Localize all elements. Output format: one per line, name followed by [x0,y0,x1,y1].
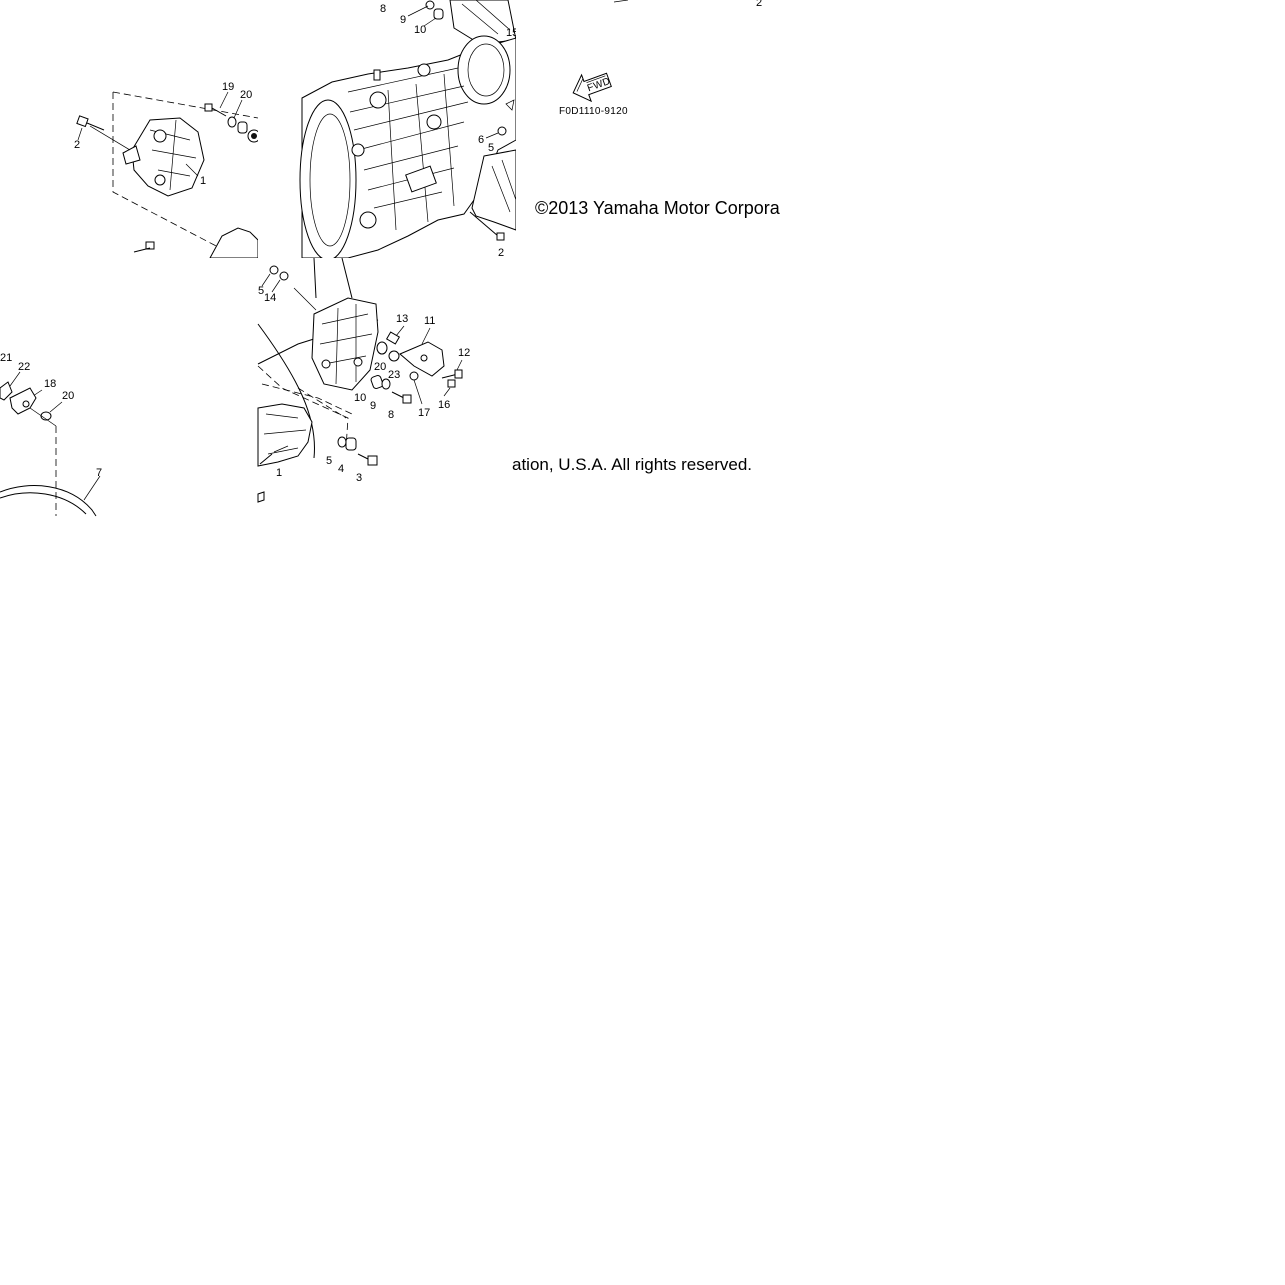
callout-label: 11 [424,315,435,327]
callout-label: 19 [222,81,234,93]
collar-icon [237,121,248,134]
copyright-text-part-1: ©2013 Yamaha Motor Corpora [535,198,780,218]
bolt-icon [391,391,412,404]
callout-label: 14 [264,292,276,304]
callout-label: 7 [96,467,102,479]
diagram-tile-copyright-top: 2 FWD F0D1110-9120 [516,0,774,258]
bolt-icon [204,103,227,117]
pump-housing-drawing: 8 9 10 15 [299,0,518,261]
callout-label: 9 [400,14,406,26]
washer-icon [376,341,388,355]
callout-label: 6 [478,134,484,146]
callout-label: 2 [498,247,504,259]
callout-label: 16 [438,399,450,411]
callout-label: 9 [370,400,376,412]
callout-label: 12 [458,347,470,359]
callout-label: 1 [200,175,206,187]
fwd-arrow-icon: FWD [572,72,612,103]
hose-part [0,485,97,517]
callout-label: 13 [396,313,408,325]
callout-label: 5 [488,142,494,154]
callout-label: 5 [326,455,332,467]
hose-bracket-drawing: 21 22 18 20 7 [0,352,102,517]
callout-label: 20 [374,361,386,373]
callout-label: 2 [756,0,762,9]
callout-label: 8 [380,3,386,15]
diagram-tile-cover-hardware: 5 14 13 11 12 [257,257,516,516]
callout-label: 20 [240,89,252,101]
callout-label: 23 [388,369,400,381]
figure-code: F0D1110-9120 [559,106,628,117]
callout-label: 3 [356,472,362,484]
callout-label: 10 [354,392,366,404]
copyright-text-part-2: ation, U.S.A. All rights reserved. [512,455,752,474]
callout-label: 20 [62,390,74,402]
cover-hardware-drawing: 5 14 13 11 12 [257,257,470,503]
hose-clamp-bracket-part [9,387,37,415]
diagram-tile-hose-bracket: 21 22 18 20 7 [0,258,258,517]
bolt-icon [441,369,463,379]
fwd-arrow-drawing: 2 FWD F0D1110-9120 [559,0,762,117]
bolt-icon [357,453,378,466]
engine-mount-bracket-part [131,117,205,197]
callout-label: 15 [506,27,518,39]
callout-label: 8 [388,409,394,421]
mount-bracket-drawing: 2 1 19 20 [74,81,261,259]
bolt-icon [76,115,105,131]
diagram-tile-mount-bracket: 2 1 19 20 [0,0,261,259]
bolt-icon [469,211,505,241]
callout-label: 17 [418,407,430,419]
callout-label: 21 [0,352,12,364]
callout-label: 2 [74,139,80,151]
callout-label: 10 [414,24,426,36]
callout-label: 1 [276,467,282,479]
callout-label: 4 [338,463,344,475]
callout-label: 22 [18,361,30,373]
fwd-label: FWD [586,76,612,94]
diagram-tile-pump-housing: 8 9 10 15 [258,0,518,261]
washer-icon [227,116,237,128]
callout-label: 18 [44,378,56,390]
bolt-icon [133,241,155,253]
impeller-cover-part [311,297,379,391]
callout-label: 5 [258,285,264,297]
